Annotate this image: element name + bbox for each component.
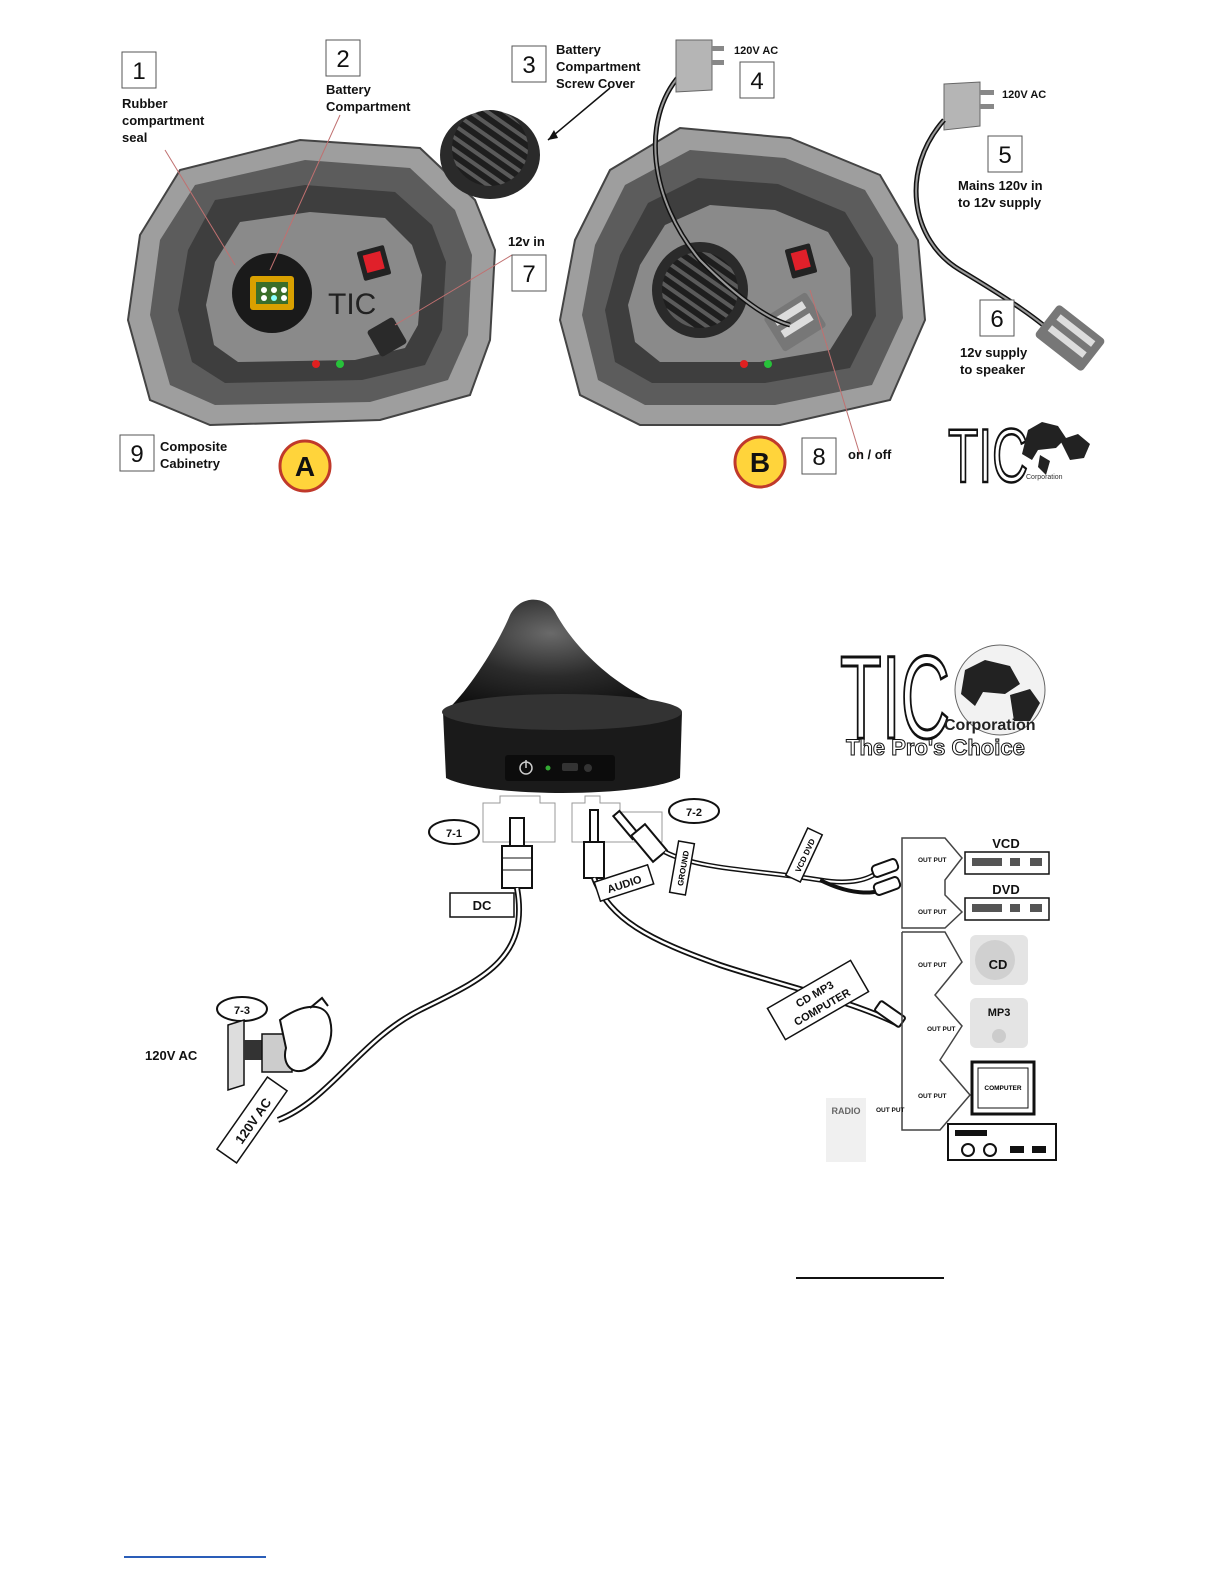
svg-text:seal: seal (122, 130, 147, 145)
svg-text:Rubber: Rubber (122, 96, 168, 111)
svg-text:TIC: TIC (840, 632, 950, 764)
speaker-housing-a-icon: TIC (126, 138, 497, 427)
device-bracket (901, 837, 971, 1131)
svg-text:B: B (750, 447, 770, 478)
svg-text:Screw Cover: Screw Cover (556, 76, 635, 91)
svg-text:3: 3 (522, 52, 535, 79)
ground-plug-icon (611, 809, 669, 864)
svg-text:Cabinetry: Cabinetry (160, 456, 221, 471)
world-map-icon (1022, 422, 1090, 475)
tag-ground: GROUND (668, 840, 696, 896)
output-label: OUT PUT (927, 1026, 956, 1033)
svg-text:MP3: MP3 (988, 1007, 1011, 1019)
callout-5: 120V AC 5 Mains 120v in to 12v supply (958, 89, 1046, 210)
power-symbol-icon (519, 760, 533, 775)
output-label: OUT PUT (876, 1107, 905, 1114)
svg-text:1: 1 (132, 58, 145, 85)
wall-plug-icon (675, 39, 724, 93)
svg-text:DVD: DVD (992, 882, 1019, 897)
svg-text:Battery: Battery (326, 82, 372, 97)
callout-7-2: 7-2 (668, 798, 720, 824)
tag-dc: DC (449, 892, 515, 918)
svg-text:8: 8 (812, 444, 825, 471)
callout-2: 2 Battery Compartment (325, 39, 411, 114)
tag-vcd-dvd: VCD DVD (784, 827, 824, 883)
view-badge-b: B (733, 435, 787, 489)
callout-7-1: 7-1 (428, 819, 480, 845)
dvd-player-icon: DVD (964, 882, 1050, 921)
svg-text:on / off: on / off (848, 447, 892, 462)
tag-audio: AUDIO (593, 863, 655, 903)
svg-text:6: 6 (990, 306, 1003, 333)
svg-text:A: A (295, 451, 315, 482)
audio-plug-icon (583, 809, 605, 879)
svg-text:120V AC: 120V AC (734, 45, 778, 57)
speaker-a-logo: TIC (328, 288, 376, 321)
callout-7-3: 7-3 (216, 996, 268, 1022)
svg-text:7-1: 7-1 (446, 828, 462, 840)
mp3-player-icon: MP3 (970, 998, 1028, 1048)
underline-rule (796, 1277, 944, 1279)
svg-text:Corporation: Corporation (1026, 474, 1063, 481)
computer-icon: COMPUTER (947, 1060, 1057, 1161)
svg-text:Battery: Battery (556, 42, 602, 57)
svg-text:DC: DC (473, 898, 492, 913)
output-label: OUT PUT (918, 857, 947, 864)
svg-text:12v supply: 12v supply (960, 345, 1028, 360)
callout-6: 6 12v supply to speaker (960, 299, 1028, 377)
svg-text:to speaker: to speaker (960, 362, 1025, 377)
svg-text:4: 4 (750, 68, 763, 95)
hand-icon (278, 996, 333, 1073)
svg-text:Mains 120v in: Mains 120v in (958, 178, 1043, 193)
svg-text:TIC: TIC (948, 414, 1028, 499)
transmitter-dome-icon (442, 599, 682, 793)
cd-icon: CD (970, 935, 1028, 985)
svg-text:VCD: VCD (992, 836, 1019, 851)
svg-text:Compartment: Compartment (556, 59, 641, 74)
leader-lines (164, 114, 861, 456)
wall-outlet-label: 120V AC (145, 1048, 198, 1063)
output-label: OUT PUT (918, 962, 947, 969)
svg-text:The Pro's Choice: The Pro's Choice (846, 735, 1025, 760)
svg-text:7-3: 7-3 (234, 1005, 250, 1017)
svg-text:2: 2 (336, 46, 349, 73)
output-label: OUT PUT (918, 909, 947, 916)
svg-text:compartment: compartment (122, 113, 205, 128)
callout-3: 3 Battery Compartment Screw Cover (511, 42, 641, 91)
tag-cd-mp3-computer: CD MP3 COMPUTER (766, 959, 870, 1041)
svg-text:12v in: 12v in (508, 234, 545, 249)
callout-1: 1 Rubber compartment seal (121, 51, 205, 145)
output-label: OUT PUT (918, 1093, 947, 1100)
svg-text:7-2: 7-2 (686, 807, 702, 819)
svg-text:COMPUTER: COMPUTER (984, 1085, 1022, 1092)
rca-plugs-icon (870, 858, 902, 896)
radio-icon: RADIO (826, 1098, 866, 1162)
callout-8: 8 on / off (801, 437, 892, 475)
svg-text:5: 5 (998, 142, 1011, 169)
screw-cover-icon (440, 87, 611, 199)
footer-rule (124, 1556, 266, 1558)
svg-text:Compartment: Compartment (326, 99, 411, 114)
svg-text:CD: CD (989, 957, 1008, 972)
tic-logo-top: TIC Corporation (947, 413, 1090, 500)
callout-4: 120V AC 4 (734, 45, 778, 99)
svg-text:RADIO: RADIO (832, 1106, 861, 1116)
svg-text:7: 7 (522, 261, 535, 288)
callout-7: 12v in 7 (508, 234, 547, 292)
dc-plug-icon (501, 817, 533, 889)
svg-text:Corporation: Corporation (944, 717, 1036, 734)
svg-text:Composite: Composite (160, 439, 227, 454)
svg-text:to 12v supply: to 12v supply (958, 195, 1042, 210)
globe-icon (954, 644, 1046, 736)
callout-9: 9 Composite Cabinetry (119, 434, 227, 472)
power-supply-icon (913, 81, 1105, 371)
svg-text:9: 9 (130, 441, 143, 468)
tic-logo-bottom: TIC Corporation The Pro's Choice (839, 631, 1046, 766)
vcd-player-icon: VCD (964, 836, 1050, 875)
speaker-housing-b-icon (558, 73, 927, 426)
view-badge-a: A (278, 439, 332, 493)
svg-text:120V AC: 120V AC (1002, 89, 1046, 101)
